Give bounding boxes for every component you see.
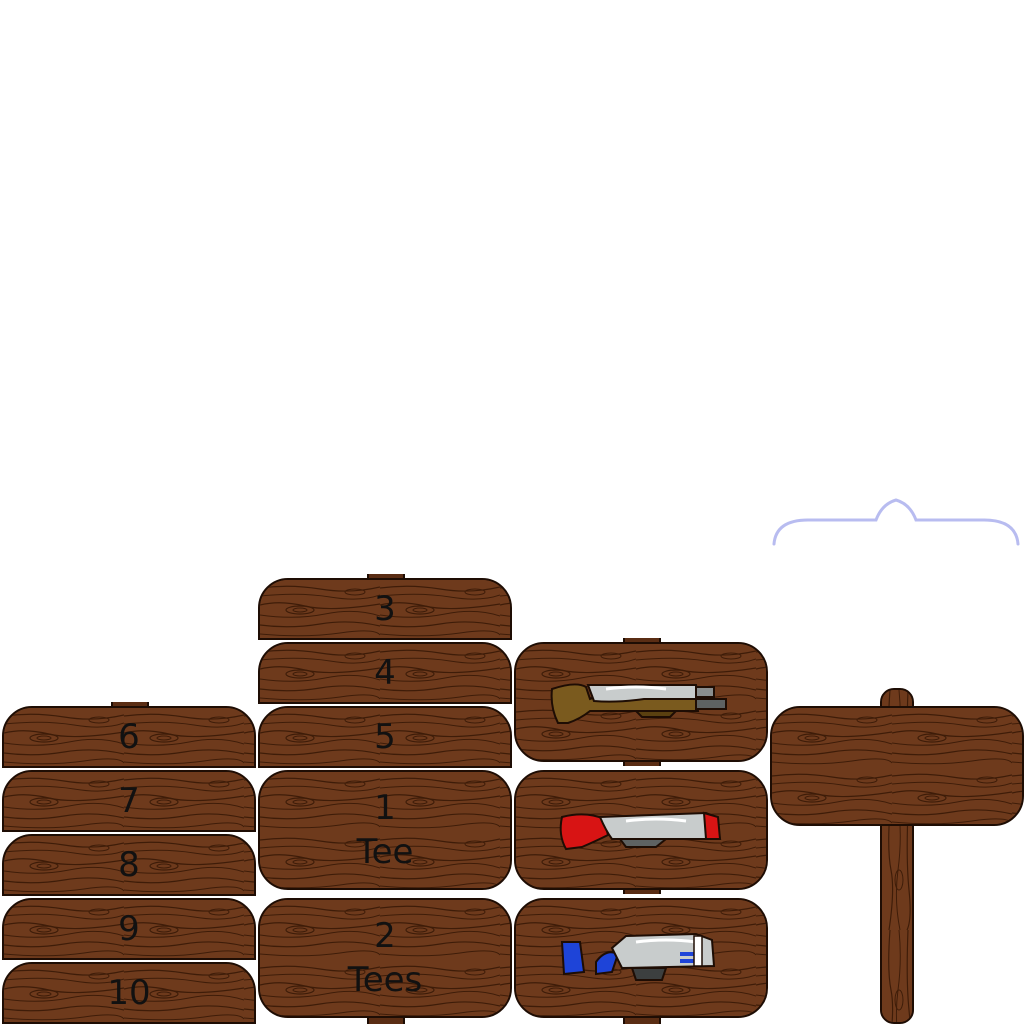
plank-connector xyxy=(367,574,405,580)
menu-option-label: 10 xyxy=(107,972,151,1013)
menu-option-label: 4 xyxy=(374,652,396,693)
menu-option-sublabel: Tee xyxy=(356,832,414,872)
menu-option-10[interactable]: 10 xyxy=(2,962,256,1024)
menu-option-sublabel: Tees xyxy=(347,960,423,1000)
weapon-option-shotgun[interactable] xyxy=(514,642,768,762)
weapon-option-laser-rifle[interactable] xyxy=(514,898,768,1018)
menu-option-3[interactable]: 3 xyxy=(258,578,512,640)
speech-bubble xyxy=(772,498,1020,546)
menu-option-7[interactable]: 7 xyxy=(2,770,256,832)
weapon-option-grenade-launcher[interactable] xyxy=(514,770,768,890)
menu-option-label: 9 xyxy=(118,908,140,949)
menu-option-6[interactable]: 6 xyxy=(2,706,256,768)
menu-option-8[interactable]: 8 xyxy=(2,834,256,896)
plank-connector xyxy=(367,1016,405,1024)
laser-rifle-icon xyxy=(560,932,716,981)
menu-option-label: 1 xyxy=(374,787,396,828)
menu-option-label: 7 xyxy=(118,780,140,821)
plank-connector xyxy=(623,638,661,644)
signpost-board xyxy=(770,706,1024,826)
menu-option-9[interactable]: 9 xyxy=(2,898,256,960)
menu-option-2-tees[interactable]: 2 Tees xyxy=(258,898,512,1018)
plank-connector xyxy=(623,888,661,894)
menu-option-label: 5 xyxy=(374,716,396,757)
menu-option-label: 8 xyxy=(118,844,140,885)
menu-option-label: 6 xyxy=(118,716,140,757)
menu-option-1-tee[interactable]: 1 Tee xyxy=(258,770,512,890)
plank-connector xyxy=(623,760,661,766)
menu-option-label: 3 xyxy=(374,588,396,629)
menu-option-5[interactable]: 5 xyxy=(258,706,512,768)
plank-connector xyxy=(623,1016,661,1024)
menu-option-4[interactable]: 4 xyxy=(258,642,512,704)
grenade-launcher-icon xyxy=(559,811,722,851)
menu-option-label: 2 xyxy=(374,915,396,956)
plank-connector xyxy=(111,702,149,708)
shotgun-icon xyxy=(550,683,727,724)
